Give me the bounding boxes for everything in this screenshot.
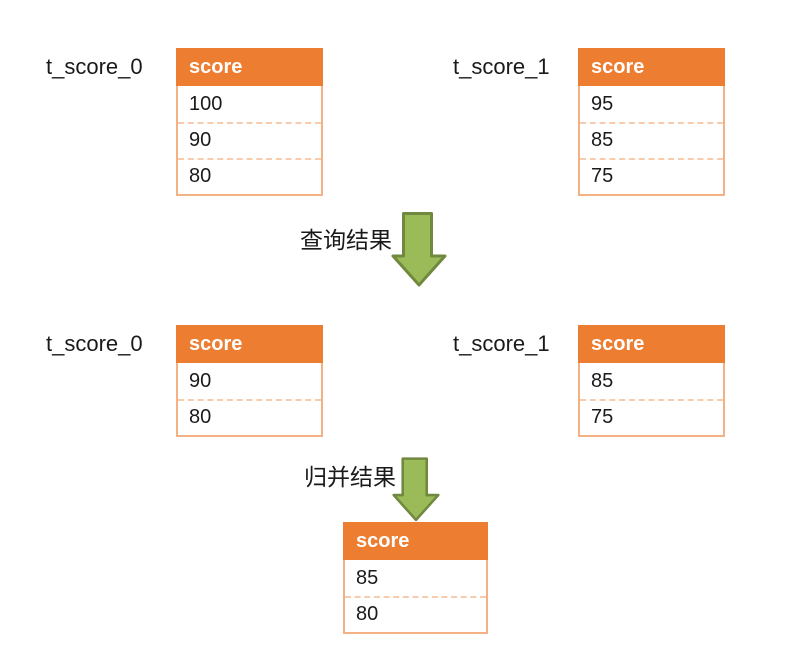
table-row: 90 [178,363,321,399]
query-result-label: 查询结果 [300,227,392,253]
table-t-score-1-mid: score 85 75 [578,325,725,437]
merge-result-label: 归并结果 [304,464,396,490]
table-body: 95 85 75 [578,86,725,196]
table-body: 90 80 [176,363,323,437]
table-row: 80 [178,158,321,194]
table-row: 75 [580,399,723,435]
table-header: score [343,522,488,560]
table-row: 80 [178,399,321,435]
table-row: 90 [178,122,321,158]
table-row: 85 [580,363,723,399]
table-label-t-score-1-top: t_score_1 [453,54,550,79]
table-header: score [176,325,323,363]
table-t-score-0-top: score 100 90 80 [176,48,323,196]
table-t-score-1-top: score 95 85 75 [578,48,725,196]
table-row: 75 [580,158,723,194]
table-row: 100 [178,86,321,122]
table-row: 95 [580,86,723,122]
table-header: score [176,48,323,86]
down-arrow-icon [392,457,440,522]
table-row: 80 [345,596,486,632]
table-body: 85 75 [578,363,725,437]
table-label-t-score-1-mid: t_score_1 [453,331,550,356]
table-label-t-score-0-mid: t_score_0 [46,331,143,356]
table-header: score [578,325,725,363]
table-body: 85 80 [343,560,488,634]
table-label-t-score-0-top: t_score_0 [46,54,143,79]
table-t-score-0-mid: score 90 80 [176,325,323,437]
down-arrow-icon [391,212,447,287]
table-header: score [578,48,725,86]
table-body: 100 90 80 [176,86,323,196]
table-merged-result: score 85 80 [343,522,488,634]
table-row: 85 [345,560,486,596]
table-row: 85 [580,122,723,158]
